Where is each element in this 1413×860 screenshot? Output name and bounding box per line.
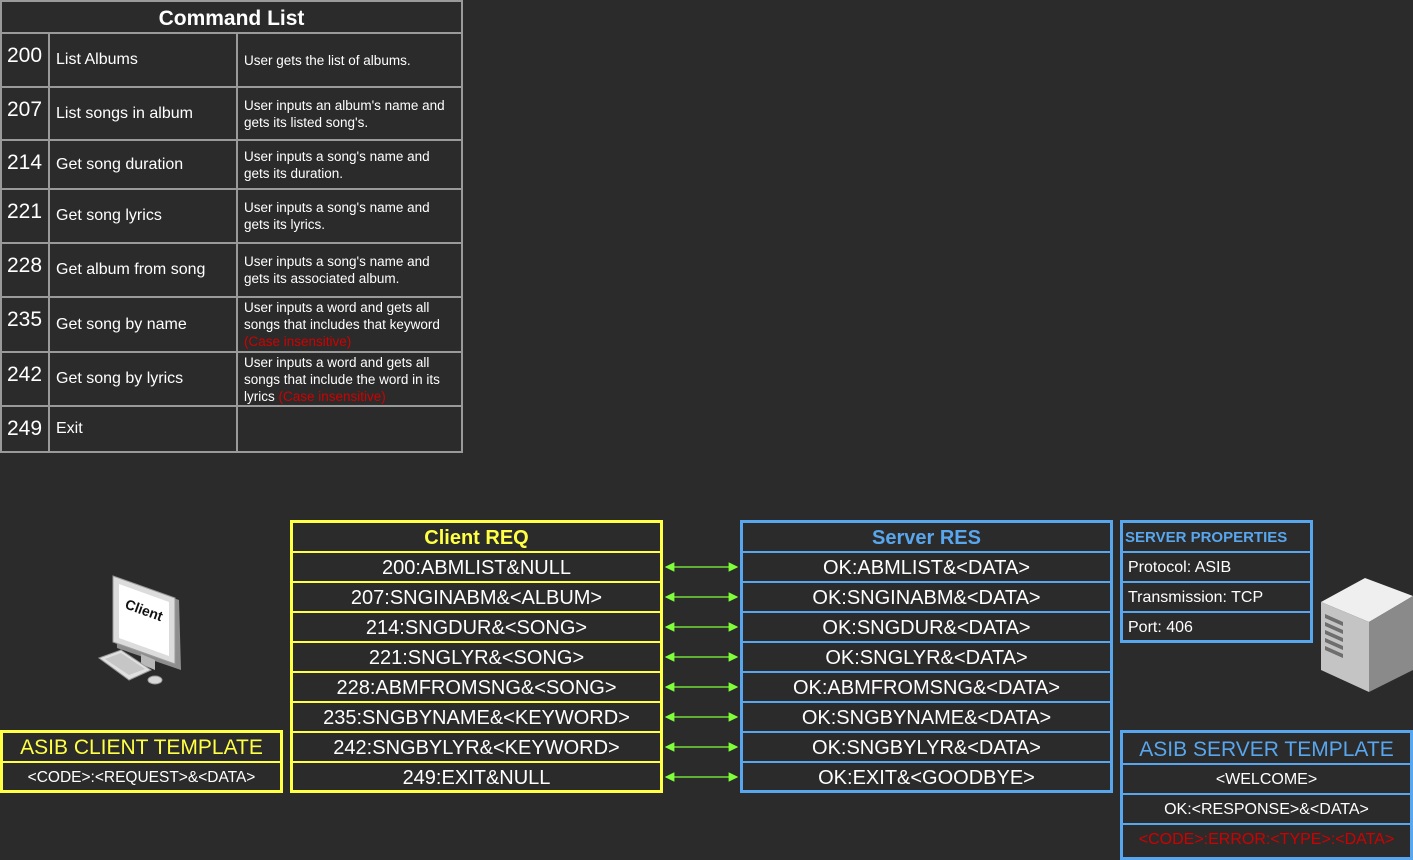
command-row: 242 Get song by lyrics User inputs a wor… xyxy=(2,353,461,407)
command-list-table: Command List 200 List Albums User gets t… xyxy=(0,0,463,453)
command-code: 235 xyxy=(2,298,50,351)
client-request-title: Client REQ xyxy=(293,523,660,553)
command-name: Get song by name xyxy=(50,298,238,351)
command-description-text: User inputs an album's name and gets its… xyxy=(244,97,445,130)
server-properties-title: SERVER PROPERTIES xyxy=(1123,523,1310,553)
request-row: 221:SNGLYR&<SONG> xyxy=(293,643,660,673)
command-name-text: List Albums xyxy=(56,51,138,68)
command-name-text: Get song by name xyxy=(56,315,187,333)
command-description: User inputs an album's name and gets its… xyxy=(238,88,461,139)
command-name-text: Get song by lyrics xyxy=(56,370,184,387)
command-description-text: User inputs a word and gets all songs th… xyxy=(244,354,440,404)
response-row: OK:ABMFROMSNG&<DATA> xyxy=(743,673,1110,703)
client-template-format: <CODE>:<REQUEST>&<DATA> xyxy=(27,769,256,786)
command-name: Get song lyrics xyxy=(50,190,238,242)
command-name-text: Get song lyrics xyxy=(56,207,162,224)
command-description: User inputs a word and gets all songs th… xyxy=(238,298,461,351)
command-name-text: Get album from song xyxy=(56,261,206,278)
response-row: OK:SNGINABM&<DATA> xyxy=(743,583,1110,613)
request-row: 249:EXIT&NULL xyxy=(402,767,551,789)
client-template-table: ASIB CLIENT TEMPLATE <CODE>:<REQUEST>&<D… xyxy=(0,730,283,793)
command-name: Get album from song xyxy=(50,244,238,296)
protocol-property: Protocol: ASIB xyxy=(1123,553,1310,583)
request-row: 228:ABMFROMSNG&<SONG> xyxy=(293,673,660,703)
command-code: 207 xyxy=(2,88,50,139)
transmission-property: Transmission: TCP xyxy=(1123,583,1310,613)
command-code: 200 xyxy=(2,34,50,86)
command-description-text: User gets the list of albums. xyxy=(244,52,411,68)
response-row: OK:SNGBYNAME&<DATA> xyxy=(743,703,1110,733)
response-row: OK:SNGBYLYR&<DATA> xyxy=(743,733,1110,763)
response-row: OK:SNGDUR&<DATA> xyxy=(743,613,1110,643)
command-row: 200 List Albums User gets the list of al… xyxy=(2,34,461,88)
command-name-text: List songs in album xyxy=(56,104,193,122)
command-row: 214 Get song duration User inputs a song… xyxy=(2,141,461,190)
server-tower-icon xyxy=(1315,570,1413,692)
client-computer-icon: Client xyxy=(95,572,187,690)
command-name: List songs in album xyxy=(50,88,238,139)
client-template-title: ASIB CLIENT TEMPLATE xyxy=(3,733,280,763)
server-template-error: <CODE>:ERROR:<TYPE>:<DATA> xyxy=(1138,831,1395,848)
command-description: User inputs a song's name and gets its a… xyxy=(238,244,461,296)
request-row: 214:SNGDUR&<SONG> xyxy=(293,613,660,643)
command-description: User inputs a word and gets all songs th… xyxy=(238,353,461,405)
response-row: OK:EXIT&<GOODBYE> xyxy=(818,767,1035,789)
client-request-table: Client REQ 200:ABMLIST&NULL 207:SNGINABM… xyxy=(290,520,663,793)
request-row: 242:SNGBYLYR&<KEYWORD> xyxy=(293,733,660,763)
server-template-title: ASIB SERVER TEMPLATE xyxy=(1123,735,1410,765)
command-description: User inputs a song's name and gets its l… xyxy=(238,190,461,242)
server-template-response: OK:<RESPONSE>&<DATA> xyxy=(1123,795,1410,825)
server-template-table: ASIB SERVER TEMPLATE <WELCOME> OK:<RESPO… xyxy=(1120,730,1413,860)
request-response-arrows xyxy=(664,562,739,782)
command-name-text: Exit xyxy=(56,420,83,437)
server-template-welcome: <WELCOME> xyxy=(1123,765,1410,795)
command-description-text: User inputs a song's name and gets its a… xyxy=(244,254,430,286)
command-description: User inputs a song's name and gets its d… xyxy=(238,141,461,188)
command-list-title: Command List xyxy=(2,2,461,34)
command-row: 249 Exit xyxy=(2,407,461,451)
command-code: 214 xyxy=(2,141,50,188)
request-row: 207:SNGINABM&<ALBUM> xyxy=(293,583,660,613)
command-row: 221 Get song lyrics User inputs a song's… xyxy=(2,190,461,244)
command-name-text: Get song duration xyxy=(56,155,184,173)
command-description-text: User inputs a word and gets all songs th… xyxy=(244,300,440,332)
command-row: 235 Get song by name User inputs a word … xyxy=(2,298,461,353)
command-name: Get song duration xyxy=(50,141,238,188)
response-row: OK:ABMLIST&<DATA> xyxy=(743,553,1110,583)
server-response-table: Server RES OK:ABMLIST&<DATA> OK:SNGINABM… xyxy=(740,520,1113,793)
response-row: OK:SNGLYR&<DATA> xyxy=(743,643,1110,673)
request-row: 235:SNGBYNAME&<KEYWORD> xyxy=(293,703,660,733)
case-insensitive-note: (Case insensitive) xyxy=(278,388,386,404)
command-code: 221 xyxy=(2,190,50,242)
command-description-text: User inputs a song's name and gets its l… xyxy=(244,200,430,232)
command-row: 207 List songs in album User inputs an a… xyxy=(2,88,461,141)
command-name: List Albums xyxy=(50,34,238,86)
command-name: Exit xyxy=(50,407,238,451)
command-name: Get song by lyrics xyxy=(50,353,238,405)
command-description: User gets the list of albums. xyxy=(238,34,461,86)
command-code: 249 xyxy=(2,407,50,451)
command-code: 228 xyxy=(2,244,50,296)
request-row: 200:ABMLIST&NULL xyxy=(293,553,660,583)
port-property: Port: 406 xyxy=(1128,619,1193,636)
command-description xyxy=(238,407,461,451)
case-insensitive-note: (Case insensitive) xyxy=(244,334,352,349)
server-response-title: Server RES xyxy=(743,523,1110,553)
server-properties-table: SERVER PROPERTIES Protocol: ASIB Transmi… xyxy=(1120,520,1313,643)
command-code: 242 xyxy=(2,353,50,405)
command-description-text: User inputs a song's name and gets its d… xyxy=(244,148,430,181)
command-row: 228 Get album from song User inputs a so… xyxy=(2,244,461,298)
